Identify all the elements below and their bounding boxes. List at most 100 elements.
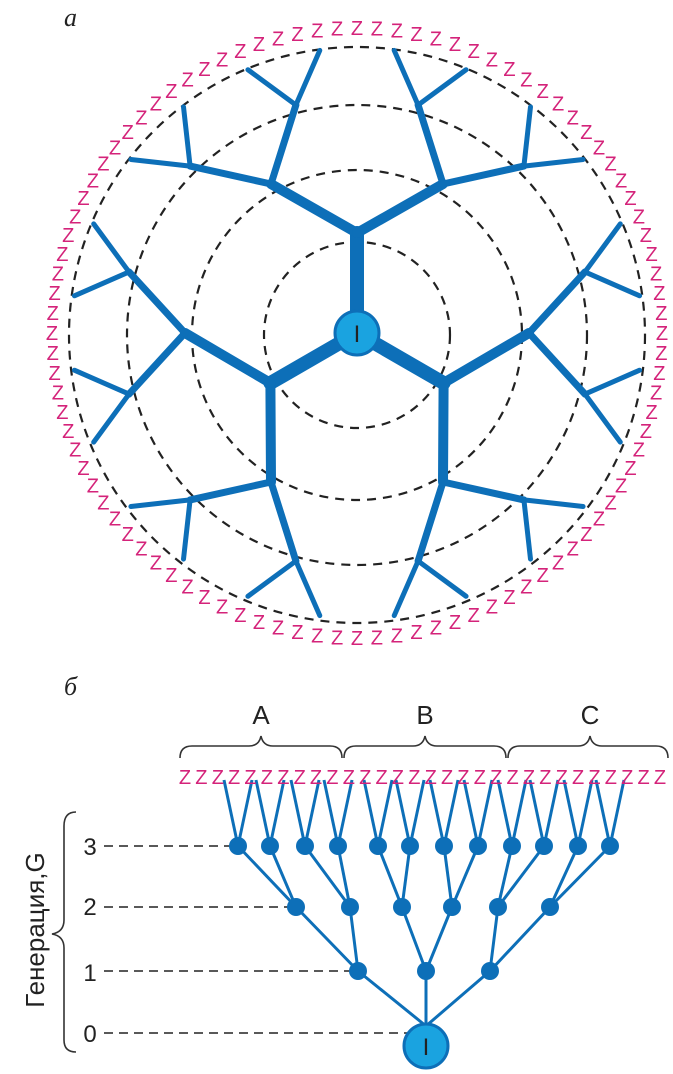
dendrimer-tree xyxy=(222,779,626,1028)
terminal-group-z: Z xyxy=(253,612,265,634)
generation-3-node xyxy=(535,837,553,855)
terminal-group-z: Z xyxy=(69,440,81,462)
tree-edge xyxy=(303,845,352,908)
branch-segment xyxy=(128,157,193,169)
terminal-group-z: Z xyxy=(181,69,193,91)
terminal-group-z: Z xyxy=(537,81,549,103)
terminal-group-z: Z xyxy=(468,41,480,63)
generation-3-node xyxy=(369,837,387,855)
branch-segment xyxy=(91,391,132,445)
tree-edge xyxy=(510,779,528,847)
terminal-group-z: Z xyxy=(506,767,518,789)
terminal-group-z: Z xyxy=(537,565,549,587)
terminal-group-z: Z xyxy=(552,94,564,116)
terminal-group-z: Z xyxy=(47,343,59,365)
branch-segment xyxy=(525,268,589,337)
terminal-group-z: Z xyxy=(604,492,616,514)
generation-label-0: 0 xyxy=(83,1021,96,1048)
branch-segment xyxy=(245,67,299,108)
terminal-group-z: Z xyxy=(371,19,383,41)
terminal-group-z: Z xyxy=(556,767,568,789)
terminal-group-z: Z xyxy=(391,625,403,647)
terminal-group-z: Z xyxy=(391,21,403,43)
generation-2-node xyxy=(489,898,507,916)
panel-a-dendrimer: ZZZZZZZZZZZZZZZZZZZZZZZZZZZZZZZZZZZZZZZZ… xyxy=(46,18,668,650)
generation-3-node xyxy=(601,837,619,855)
group-label-b: B xyxy=(416,700,433,730)
tree-edge xyxy=(376,779,394,847)
terminal-group-ring: ZZZZZZZZZZZZZZZZZZZZZZZZZZZZZZZZZZZZZZZZ… xyxy=(46,18,668,650)
tree-edge xyxy=(289,779,307,847)
generation-2-node xyxy=(341,898,359,916)
branch-segment xyxy=(181,497,193,562)
branch-segment xyxy=(582,367,643,397)
group-braces xyxy=(179,735,669,759)
terminal-group-z: Z xyxy=(655,303,667,325)
terminal-group-z: Z xyxy=(212,767,224,789)
terminal-group-z: Z xyxy=(326,767,338,789)
tree-edge xyxy=(362,779,380,847)
terminal-group-z: Z xyxy=(468,605,480,627)
shell-3 xyxy=(125,103,589,567)
tree-edge xyxy=(236,844,298,909)
terminal-group-z: Z xyxy=(655,343,667,365)
terminal-group-z: Z xyxy=(503,587,515,609)
branch-segment xyxy=(181,104,193,169)
branch-segment xyxy=(266,179,362,238)
terminal-group-z: Z xyxy=(567,107,579,129)
terminal-group-z: Z xyxy=(165,565,177,587)
terminal-group-z: Z xyxy=(135,107,147,129)
terminal-group-z: Z xyxy=(331,627,343,649)
terminal-group-z: Z xyxy=(228,767,240,789)
tree-edge xyxy=(268,779,286,847)
branch-segment xyxy=(125,268,189,337)
terminal-group-z: Z xyxy=(216,50,228,72)
terminal-group-z: Z xyxy=(410,622,422,644)
terminal-group-z: Z xyxy=(539,767,551,789)
tree-edge xyxy=(236,779,254,847)
tree-edge xyxy=(528,779,546,847)
terminal-group-z: Z xyxy=(624,458,636,480)
terminal-group-z: Z xyxy=(62,225,74,247)
tree-edge xyxy=(562,779,580,847)
terminal-group-z: Z xyxy=(645,244,657,266)
terminal-group-z: Z xyxy=(97,154,109,176)
terminal-group-z: Z xyxy=(593,509,605,531)
tree-edge xyxy=(222,779,240,847)
terminal-group-z: Z xyxy=(645,402,657,424)
tree-edge xyxy=(254,779,272,847)
branch-segment xyxy=(391,47,421,108)
terminal-group-z: Z xyxy=(653,283,665,305)
tree-edge xyxy=(394,779,412,847)
terminal-group-z: Z xyxy=(272,618,284,640)
terminal-group-z: Z xyxy=(195,767,207,789)
tree-edge xyxy=(348,906,360,972)
branch-segment xyxy=(438,328,534,388)
tree-edge xyxy=(496,845,546,908)
branch-segment xyxy=(414,101,447,188)
branch-segment xyxy=(582,391,623,445)
terminal-group-z: Z xyxy=(605,767,617,789)
terminal-group-z: Z xyxy=(656,323,668,345)
tree-edge xyxy=(450,845,480,908)
terminal-group-z: Z xyxy=(615,476,627,498)
core-label-b: I xyxy=(423,1034,430,1061)
generation-axis-brace xyxy=(51,811,77,1053)
generation-label-2: 2 xyxy=(83,894,96,921)
terminal-group-z: Z xyxy=(343,767,355,789)
tree-edge xyxy=(442,779,460,847)
terminal-group-z: Z xyxy=(135,539,147,561)
generation-2-node xyxy=(443,898,461,916)
terminal-group-z: Z xyxy=(62,421,74,443)
terminal-group-z: Z xyxy=(56,402,68,424)
branch-segment xyxy=(245,558,299,599)
terminal-group-z: Z xyxy=(654,767,666,789)
tree-edge xyxy=(542,779,560,847)
generation-1-node xyxy=(417,962,435,980)
terminal-group-z: Z xyxy=(56,244,68,266)
tree-edge xyxy=(425,969,491,1028)
generation-3-node xyxy=(229,837,247,855)
branch-segment xyxy=(521,497,533,562)
tree-edge xyxy=(424,906,454,972)
terminal-group-z: Z xyxy=(520,69,532,91)
